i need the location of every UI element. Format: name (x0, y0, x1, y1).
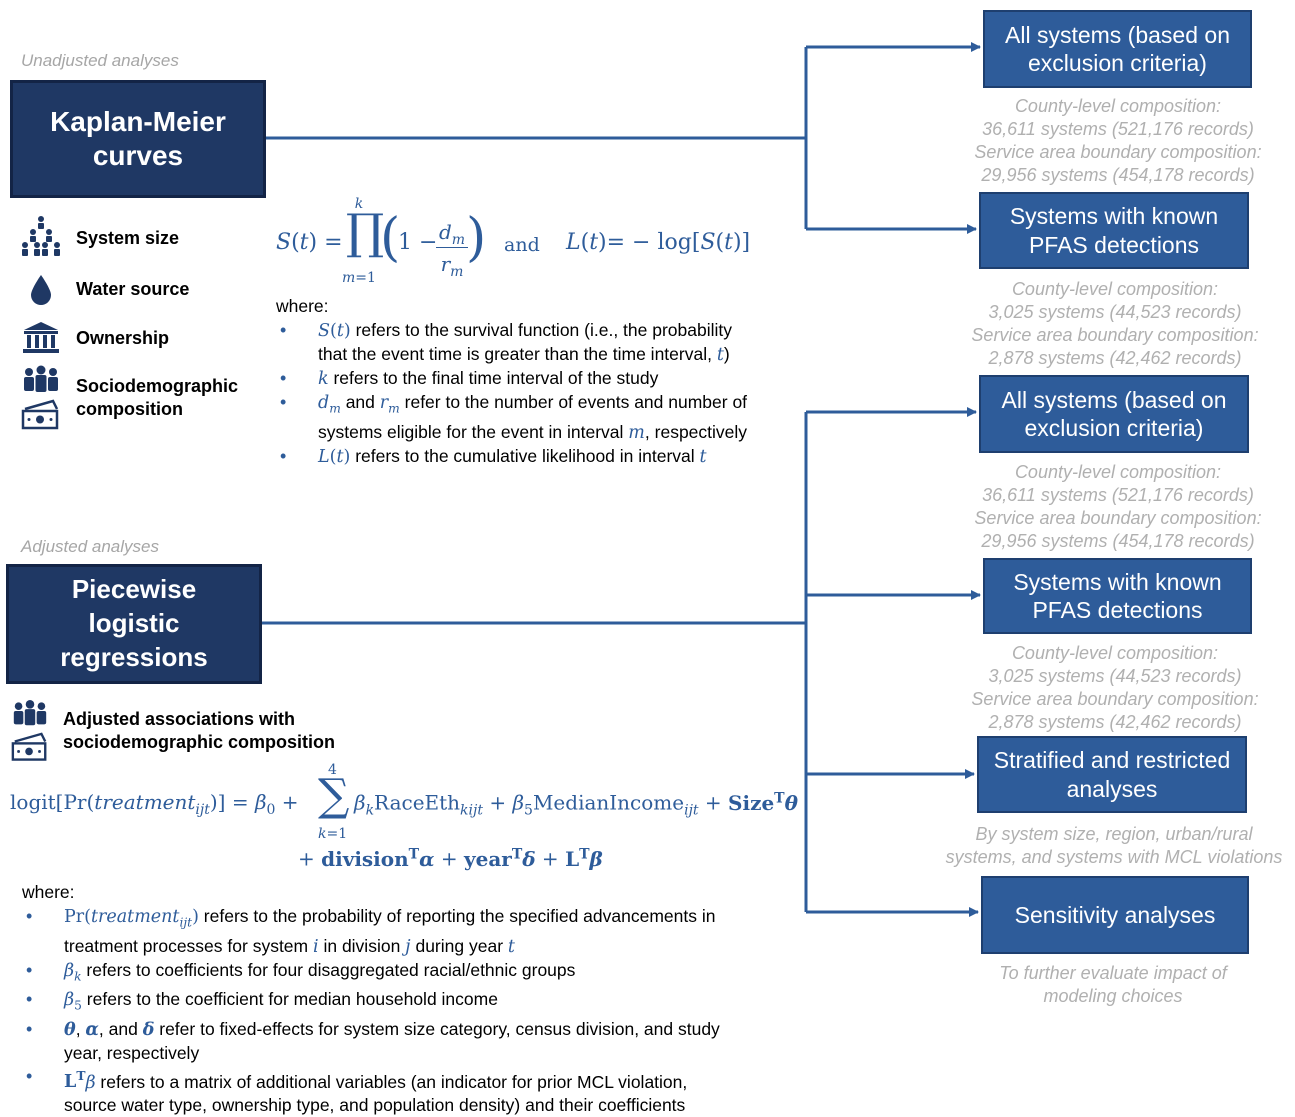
output-box-all-systems-1: All systems (based on exclusion criteria… (983, 10, 1252, 88)
unadjusted-label: Unadjusted analyses (21, 51, 179, 71)
kaplan-meier-title: Kaplan-Meier curves (50, 105, 226, 172)
plr-bullet-5: LTβ refers to a matrix of additional var… (20, 1065, 790, 1117)
km-equation: S(t) = k ∏ m=1 ( 1 − dm rm ) and L(t)= −… (276, 196, 756, 288)
output-box-stratified: Stratified and restricted analyses (977, 736, 1247, 813)
icon-label-ownership: Ownership (76, 327, 169, 350)
plr-bullet-list: Pr(treatmentijt) refers to the probabili… (20, 905, 790, 1117)
output-box-label: Stratified and restricted analyses (994, 746, 1231, 802)
km-bullet-1: S(t) refers to the survival function (i.… (274, 319, 794, 367)
km-bullet-list: S(t) refers to the survival function (i.… (274, 319, 794, 469)
output-box-label: All systems (based on exclusion criteria… (1005, 21, 1230, 77)
plr-bullet-3: β5 refers to the coefficient for median … (20, 988, 790, 1018)
people-and-money-icon (10, 696, 50, 766)
piecewise-logistic-box: Piecewise logistic regressions (6, 564, 262, 684)
km-icon-list: System size Water source Ownership (20, 214, 238, 436)
plr-bullet-2: βk refers to coefficients for four disag… (20, 959, 790, 989)
output-note-4: County-level composition:3,025 systems (… (935, 642, 1295, 734)
output-box-label: Systems with known PFAS detections (1010, 202, 1218, 258)
km-bullet-2: k refers to the final time interval of t… (274, 367, 794, 391)
icon-item-system-size: System size (20, 214, 238, 262)
plr-bullet-1: Pr(treatmentijt) refers to the probabili… (20, 905, 790, 959)
km-and-text: and (504, 234, 540, 256)
km-bullet-3: dm and rm refer to the number of events … (274, 391, 794, 445)
plr-bullet-4: θ, α, and δ refer to fixed-effects for s… (20, 1018, 790, 1065)
plr-equation: logit[Pr(treatmentijt)] = β0 + 4 ∑ k=1 β… (10, 760, 800, 880)
kaplan-meier-box: Kaplan-Meier curves (10, 80, 266, 198)
icon-item-ownership: Ownership (20, 316, 238, 360)
output-box-sensitivity: Sensitivity analyses (981, 876, 1249, 954)
adjusted-label: Adjusted analyses (21, 537, 159, 557)
output-box-pfas-1: Systems with known PFAS detections (979, 192, 1249, 269)
icon-label-system-size: System size (76, 227, 179, 250)
icon-item-water-source: Water source (20, 262, 238, 316)
output-box-label: All systems (based on exclusion criteria… (1002, 386, 1227, 442)
piecewise-logistic-title: Piecewise logistic regressions (60, 573, 207, 674)
output-box-all-systems-2: All systems (based on exclusion criteria… (979, 375, 1249, 453)
output-note-1: County-level composition:36,611 systems … (938, 95, 1295, 187)
output-box-label: Systems with known PFAS detections (1013, 568, 1221, 624)
government-building-icon (20, 320, 62, 356)
output-box-pfas-2: Systems with known PFAS detections (983, 558, 1252, 634)
km-where-label: where: (276, 296, 329, 317)
plr-where-label: where: (22, 882, 75, 903)
icon-label-water-source: Water source (76, 278, 189, 301)
people-and-money-icon (20, 363, 62, 433)
people-group-icon (20, 215, 62, 261)
icon-label-sociodemographic: Sociodemographic composition (76, 375, 238, 421)
plr-icon-item: Adjusted associations with sociodemograp… (10, 696, 335, 766)
icon-item-sociodemographic: Sociodemographic composition (20, 360, 238, 436)
plr-icon-label: Adjusted associations with sociodemograp… (63, 708, 335, 754)
output-box-label: Sensitivity analyses (1015, 901, 1216, 929)
output-note-3: County-level composition:36,611 systems … (938, 461, 1295, 553)
km-bullet-4: L(t) refers to the cumulative likelihood… (274, 445, 794, 469)
output-note-2: County-level composition:3,025 systems (… (935, 278, 1295, 370)
water-drop-icon (20, 272, 62, 306)
